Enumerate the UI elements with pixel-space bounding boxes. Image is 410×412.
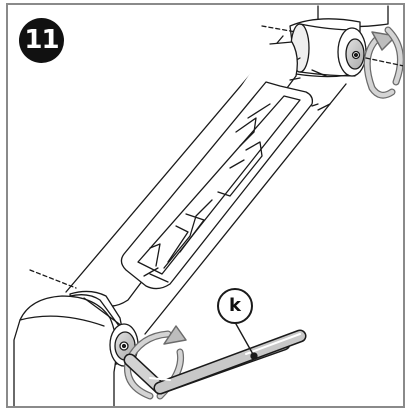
step-number-badge: 11 xyxy=(19,18,64,63)
lower-axis-line xyxy=(29,269,77,289)
rotate-arrow-icon xyxy=(363,26,403,99)
upper-axis-line-right xyxy=(365,57,403,67)
upper-axis-line xyxy=(261,25,297,33)
hex-key-icon xyxy=(123,329,307,395)
arm-tube xyxy=(65,35,347,335)
callout-leader-line xyxy=(235,323,255,357)
upper-joint-cap xyxy=(337,27,367,77)
callout-leader-dot xyxy=(250,352,258,360)
tool-callout-label: k xyxy=(217,288,253,324)
